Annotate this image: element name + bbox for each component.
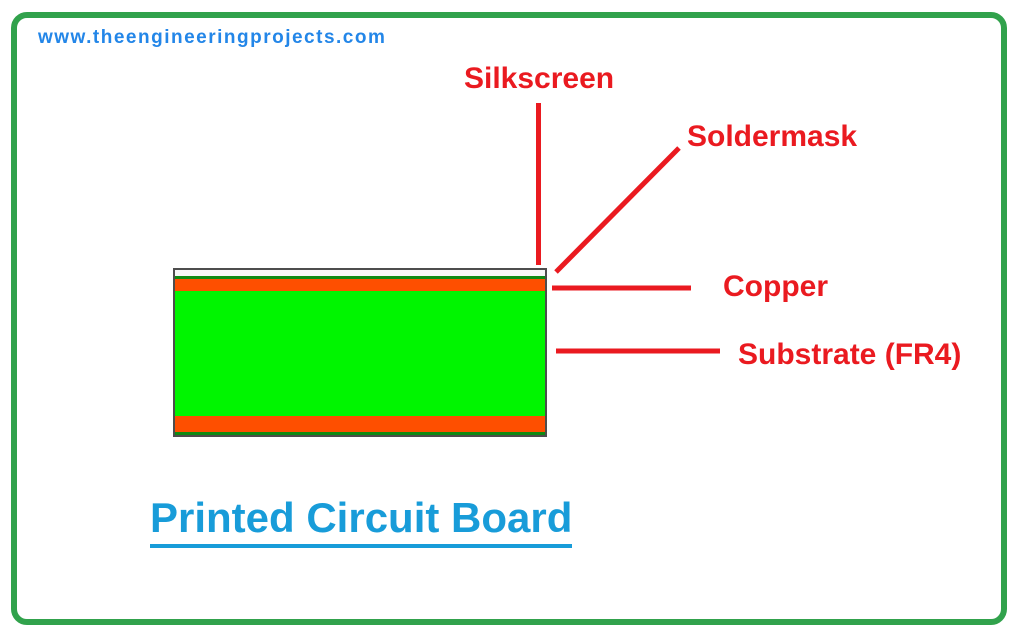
soldermask-label: Soldermask bbox=[687, 120, 858, 153]
layer-soldermask-bottom bbox=[175, 432, 545, 435]
copper-label: Copper bbox=[723, 270, 828, 303]
layer-copper-bottom bbox=[175, 416, 545, 432]
silkscreen-label: Silkscreen bbox=[464, 62, 615, 95]
layer-copper-top bbox=[175, 279, 545, 291]
diagram-title: Printed Circuit Board bbox=[150, 494, 573, 548]
soldermask-pointer-line bbox=[554, 146, 681, 274]
layer-substrate bbox=[175, 291, 545, 416]
pcb-cross-section bbox=[173, 268, 547, 437]
substrate-label: Substrate (FR4) bbox=[738, 338, 962, 371]
layer-soldermask-top bbox=[175, 276, 545, 279]
layer-silkscreen bbox=[175, 270, 545, 276]
website-watermark: www.theengineeringprojects.com bbox=[38, 27, 387, 48]
